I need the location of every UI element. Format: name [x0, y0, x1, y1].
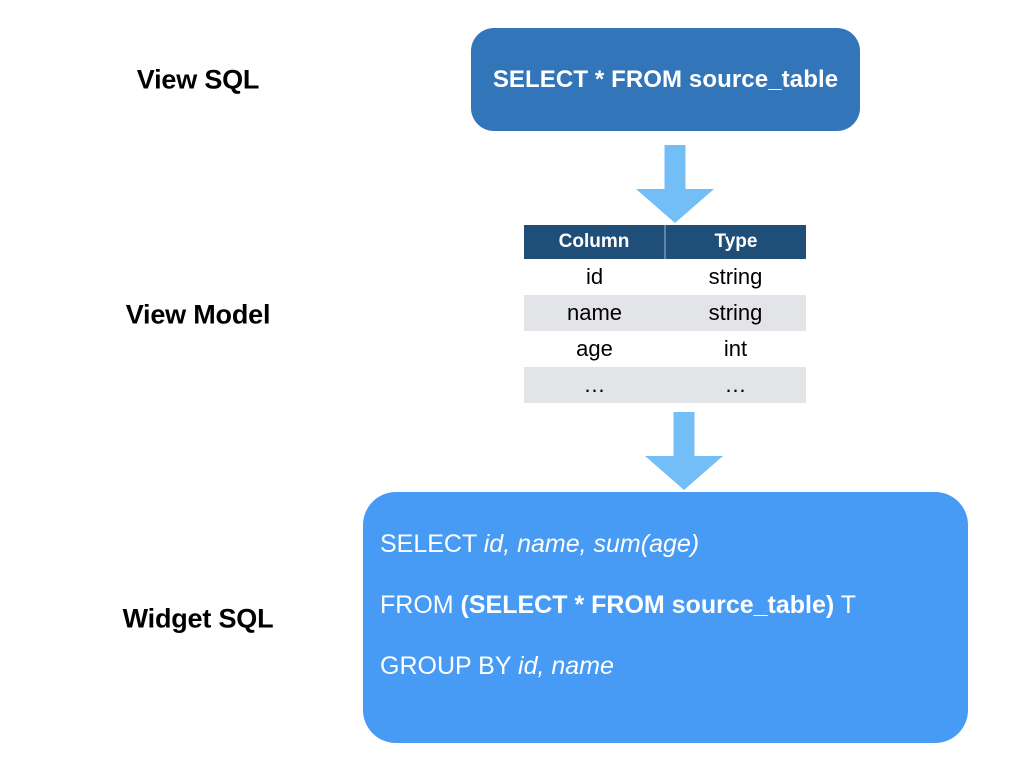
row-label-view-model: View Model — [125, 299, 271, 330]
table-cell-column: … — [524, 367, 665, 403]
table-cell-column: name — [524, 295, 665, 331]
table-cell-column: id — [524, 259, 665, 295]
sql-group-by-columns: id, name — [518, 652, 614, 680]
sql-select-columns: id, name, sum(age) — [483, 530, 700, 558]
sql-subquery: SELECT * FROM source_table — [468, 591, 826, 619]
down-arrow-icon-1 — [636, 145, 714, 223]
row-label-view-sql: View SQL — [136, 64, 260, 95]
table-cell-type: string — [665, 295, 806, 331]
table-row: … … — [524, 367, 806, 403]
widget-sql-box: SELECT id, name, sum(age) FROM (SELECT *… — [363, 492, 968, 743]
table-header-type: Type — [665, 225, 806, 259]
down-arrow-icon-2 — [645, 412, 723, 490]
table-row: age int — [524, 331, 806, 367]
row-label-widget-sql: Widget SQL — [122, 603, 274, 634]
sql-subquery-open-paren: ( — [460, 591, 469, 619]
sql-subquery-alias: T — [834, 591, 856, 619]
sql-subquery-close-paren: ) — [825, 591, 835, 619]
table-header-row: Column Type — [524, 225, 806, 259]
sql-keyword-from: FROM — [380, 591, 461, 619]
table-cell-type: int — [665, 331, 806, 367]
table-cell-column: age — [524, 331, 665, 367]
table-header-column: Column — [524, 225, 666, 259]
view-sql-box: SELECT * FROM source_table — [471, 28, 860, 131]
table-row: id string — [524, 259, 806, 295]
table-cell-type: string — [665, 259, 806, 295]
sql-keyword-select: SELECT — [380, 530, 484, 558]
view-sql-statement: SELECT * FROM source_table — [492, 65, 839, 93]
table-cell-type: … — [665, 367, 806, 403]
widget-sql-line-from: FROM (SELECT * FROM source_table) T — [380, 593, 968, 618]
widget-sql-line-select: SELECT id, name, sum(age) — [380, 532, 968, 557]
sql-keyword-group-by: GROUP BY — [380, 652, 519, 680]
table-row: name string — [524, 295, 806, 331]
view-model-table: Column Type id string name string age in… — [524, 225, 806, 403]
widget-sql-line-group-by: GROUP BY id, name — [380, 654, 968, 679]
